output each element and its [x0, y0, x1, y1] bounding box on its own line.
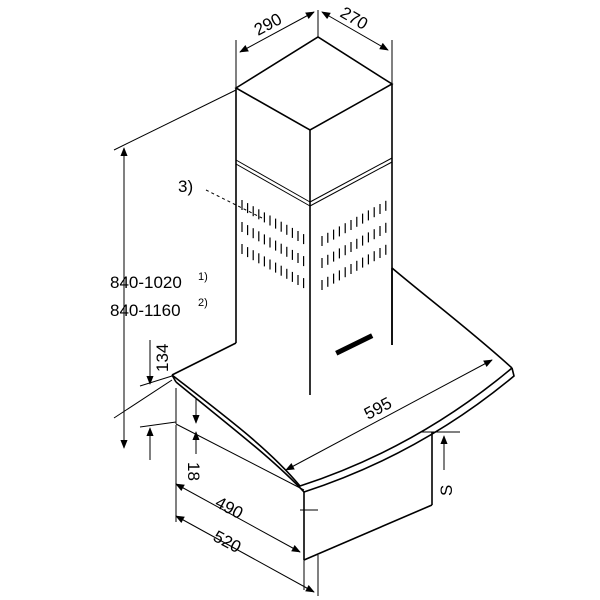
label-s: S [437, 485, 456, 496]
label-height-note-2: 2) [198, 297, 208, 309]
label-134: 134 [153, 344, 172, 372]
dim-line-520 [176, 516, 314, 592]
label-height-range-2: 840-1160 [110, 301, 181, 320]
label-520: 520 [210, 527, 244, 557]
chimney-top-face [236, 37, 392, 130]
label-height-note-1: 1) [198, 271, 208, 283]
dimension-labels: 290 270 840-1020 1) 840-1160 2) 134 18 5… [110, 3, 456, 557]
label-270: 270 [337, 3, 371, 34]
label-595: 595 [361, 393, 395, 423]
chimney-joint-right [310, 162, 392, 206]
chimney-top-bottom-edge-r [310, 158, 392, 202]
label-290: 290 [251, 9, 285, 39]
control-panel [335, 333, 373, 355]
body-bottom [304, 505, 432, 560]
label-18: 18 [184, 462, 203, 481]
chimney-top-bottom-edge-l [236, 160, 310, 202]
label-height-range-1: 840-1020 [110, 273, 182, 292]
vent-slots-right [322, 201, 386, 290]
canopy-glass-lower [176, 368, 514, 492]
chimney [236, 37, 392, 395]
label-490: 490 [212, 493, 246, 523]
label-callout-3: 3) [178, 177, 193, 196]
vent-slots-left [242, 200, 304, 288]
chimney-joint-left [236, 164, 310, 206]
canopy [172, 268, 514, 492]
